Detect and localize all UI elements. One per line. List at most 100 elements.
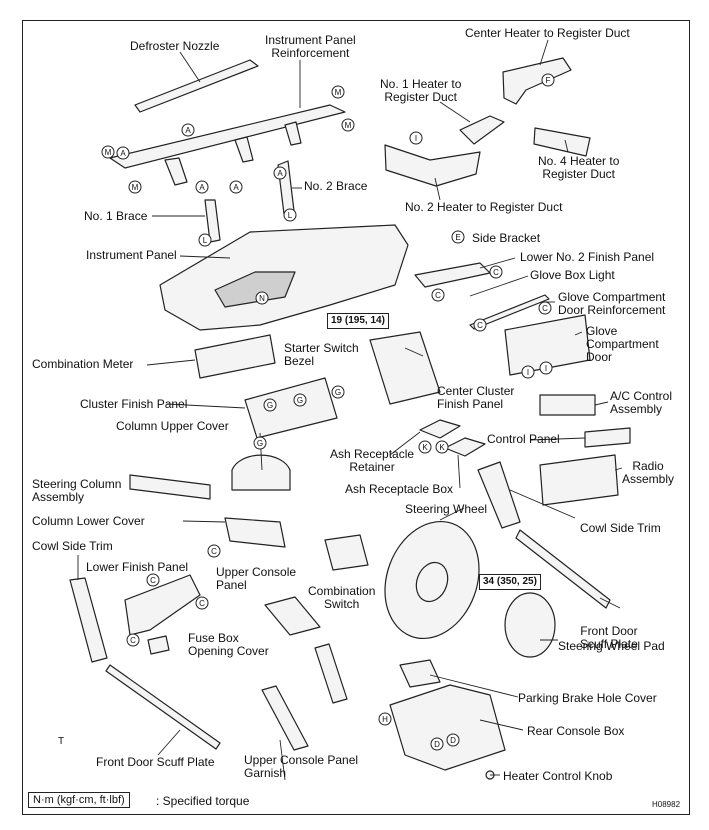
label-glove-reinforcement: Glove Compartment Door Reinforcement xyxy=(558,290,666,317)
clip-marker-c: C xyxy=(489,265,503,279)
label-no2-heater-duct: No. 2 Heater to Register Duct xyxy=(405,200,563,214)
fuse-cover-shape xyxy=(147,635,170,655)
clip-marker-i: I xyxy=(521,365,535,379)
clip-marker-h: H xyxy=(378,712,392,726)
svg-text:A: A xyxy=(199,183,205,192)
svg-text:C: C xyxy=(150,576,156,585)
clip-marker-a: A xyxy=(229,180,243,194)
clip-marker-d: D xyxy=(430,737,444,751)
label-parking-cover: Parking Brake Hole Cover xyxy=(518,691,657,705)
clip-marker-f: F xyxy=(541,73,555,87)
clip-marker-a: A xyxy=(116,146,130,160)
svg-text:C: C xyxy=(211,547,217,556)
svg-text:D: D xyxy=(450,736,456,745)
svg-text:F: F xyxy=(546,76,551,85)
garnish-piece xyxy=(314,643,348,704)
reinforcement-bracket xyxy=(284,121,302,146)
svg-text:C: C xyxy=(477,321,483,330)
column-upper-shape xyxy=(231,454,291,491)
svg-text:A: A xyxy=(185,126,191,135)
torque-spec-center: 19 (195, 14) xyxy=(327,313,389,329)
svg-text:L: L xyxy=(288,211,293,220)
label-no1-heater-duct: No. 1 Heater to Register Duct xyxy=(380,77,462,104)
clip-marker-a: A xyxy=(273,166,287,180)
clip-marker-g: G xyxy=(263,398,277,412)
svg-text:I: I xyxy=(545,364,547,373)
torque-legend-box: N·m (kgf·cm, ft·lbf) xyxy=(28,792,130,808)
label-cowl-side-right: Cowl Side Trim xyxy=(580,521,661,535)
label-combination-meter: Combination Meter xyxy=(32,357,134,371)
diagram-frame xyxy=(22,20,690,815)
label-heater-knob: Heater Control Knob xyxy=(503,769,613,783)
label-ash-retainer: Ash Receptacle Retainer xyxy=(330,447,415,474)
lower-finish-shape xyxy=(124,574,201,636)
svg-text:C: C xyxy=(435,291,441,300)
center-cluster-shape xyxy=(369,331,441,405)
svg-text:I: I xyxy=(415,134,417,143)
svg-text:G: G xyxy=(297,396,303,405)
label-front-scuff-right: Front Door Scuff Plate xyxy=(580,624,638,651)
combination-meter-shape xyxy=(194,334,276,379)
label-ac-control: A/C Control Assembly xyxy=(610,389,673,416)
torque-spec-wheel: 34 (350, 25) xyxy=(479,574,541,590)
clip-marker-c: C xyxy=(126,633,140,647)
clip-marker-d: D xyxy=(446,733,460,747)
label-lower-finish: Lower Finish Panel xyxy=(86,560,189,574)
control-panel-shape xyxy=(584,427,631,448)
svg-text:M: M xyxy=(345,121,352,130)
clip-marker-m: M xyxy=(101,145,115,159)
clip-marker-c: C xyxy=(431,288,445,302)
label-steering-column: Steering Column Assembly xyxy=(32,477,122,504)
label-steering-pad: Steering Wheel Pad xyxy=(558,639,665,653)
lower-no2-finish-shape xyxy=(414,262,491,288)
clip-marker-c: C xyxy=(207,544,221,558)
parking-cover-shape xyxy=(399,659,441,688)
ash-retainer-shape xyxy=(419,419,461,439)
label-no4-heater-duct: No. 4 Heater to Register Duct xyxy=(538,154,620,181)
label-ash-box: Ash Receptacle Box xyxy=(345,482,454,496)
svg-text:H: H xyxy=(382,715,388,724)
label-center-cluster: Center Cluster Finish Panel xyxy=(437,384,515,411)
label-ip-reinforcement: Instrument Panel Reinforcement xyxy=(265,33,356,60)
ac-control-shape xyxy=(539,394,596,416)
clip-marker-c: C xyxy=(195,596,209,610)
clip-marker-k: K xyxy=(435,440,449,454)
label-radio: Radio Assembly xyxy=(622,459,675,486)
svg-text:D: D xyxy=(434,740,440,749)
no1-brace-shape xyxy=(204,199,221,243)
clip-marker-c: C xyxy=(146,573,160,587)
front-scuff-right-shape xyxy=(515,529,611,609)
clip-marker-g: G xyxy=(331,385,345,399)
svg-text:K: K xyxy=(439,443,445,452)
svg-text:L: L xyxy=(203,236,208,245)
label-fuse-cover: Fuse Box Opening Cover xyxy=(188,631,269,658)
cowl-side-right-shape xyxy=(477,461,521,529)
label-glove-door: Glove Compartment Door xyxy=(586,324,659,364)
clip-marker-m: M xyxy=(331,85,345,99)
label-defroster-nozzle: Defroster Nozzle xyxy=(130,39,220,53)
clip-marker-i: I xyxy=(539,361,553,375)
svg-text:I: I xyxy=(527,368,529,377)
svg-text:M: M xyxy=(335,88,342,97)
svg-text:M: M xyxy=(132,183,139,192)
defroster-nozzle-shape xyxy=(134,59,259,113)
upper-console-shape xyxy=(264,596,321,636)
clip-marker-n: N xyxy=(255,291,269,305)
combination-switch-shape xyxy=(324,534,369,571)
clip-marker-l: L xyxy=(283,208,297,222)
svg-text:K: K xyxy=(422,443,428,452)
ip-reinforcement-shape xyxy=(109,104,346,169)
label-side-bracket: Side Bracket xyxy=(472,231,541,245)
clip-marker-k: K xyxy=(418,440,432,454)
cowl-side-left-shape xyxy=(69,577,108,663)
label-rear-console: Rear Console Box xyxy=(527,724,625,738)
label-cluster-finish: Cluster Finish Panel xyxy=(80,397,188,411)
steering-wheel-hub xyxy=(415,561,449,603)
label-lower-no2-finish: Lower No. 2 Finish Panel xyxy=(520,250,655,264)
clip-marker-c: C xyxy=(473,318,487,332)
svg-text:G: G xyxy=(267,401,273,410)
svg-text:C: C xyxy=(493,268,499,277)
no4-heater-duct-shape xyxy=(533,127,591,157)
svg-text:G: G xyxy=(335,388,341,397)
